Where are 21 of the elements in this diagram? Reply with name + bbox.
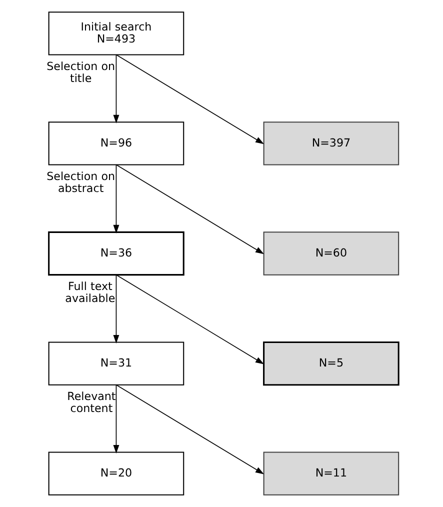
node-box: N=397 (262, 122, 399, 166)
node-box: N=36 (48, 231, 184, 276)
node-box: N=11 (262, 452, 399, 496)
node-box: N=96 (48, 122, 184, 166)
arrow (112, 164, 119, 234)
edge-label: Selection on abstract (46, 170, 115, 195)
edge-label: Relevant content (66, 390, 116, 416)
node-box: Initial search N=493 (48, 12, 184, 56)
node-box: N=5 (262, 341, 399, 386)
edge-label: Full text available (64, 280, 115, 305)
arrow (112, 274, 119, 344)
arrow (112, 54, 119, 124)
node-box: N=31 (48, 342, 184, 386)
node-box: N=60 (262, 232, 399, 276)
arrow (115, 164, 264, 254)
arrow (112, 384, 119, 454)
node-box: N=20 (48, 452, 184, 496)
arrow (115, 274, 264, 364)
arrow (115, 54, 264, 144)
edge-label: Selection on title (46, 60, 115, 85)
arrow (115, 384, 264, 474)
